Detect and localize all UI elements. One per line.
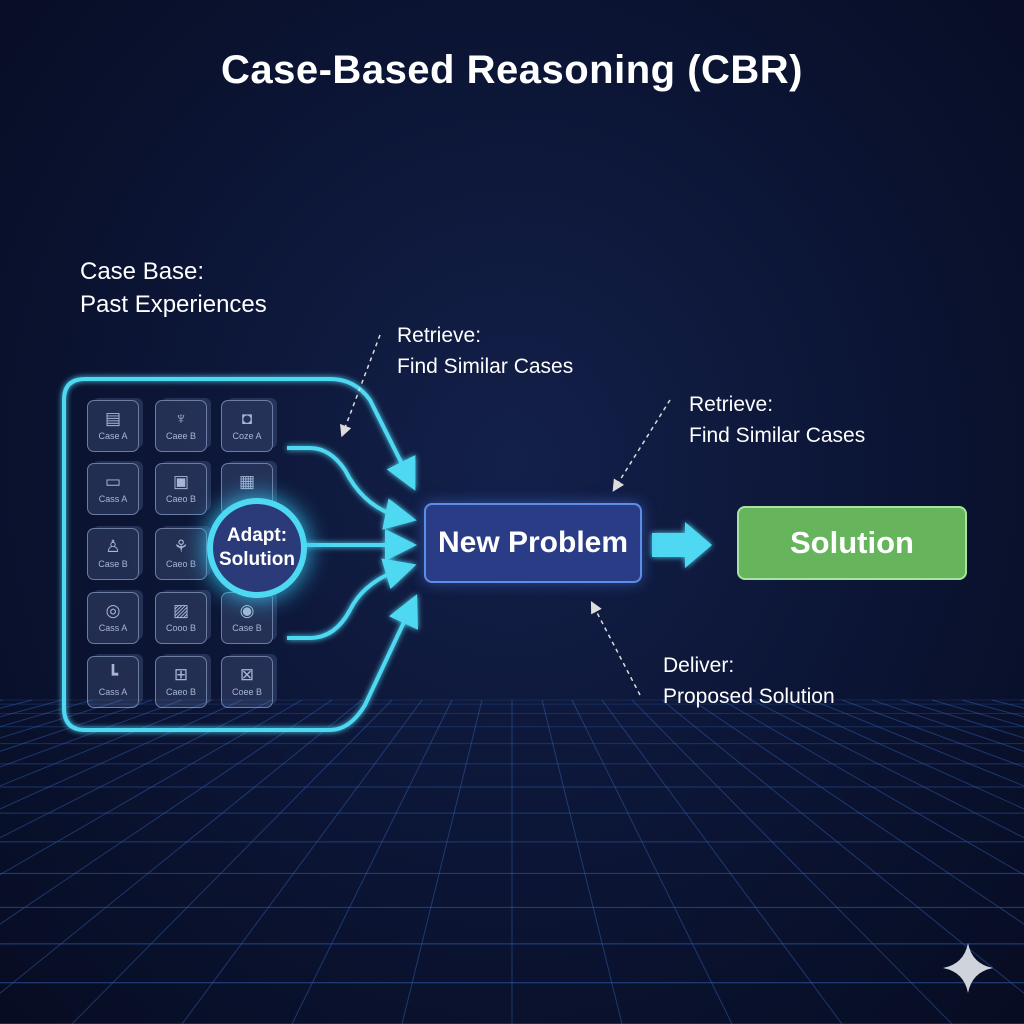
grid-line	[71, 699, 393, 1024]
page-title: Case-Based Reasoning (CBR)	[220, 48, 803, 92]
adapt-solution-node[interactable]: Adapt: Solution	[207, 498, 307, 598]
case-base-subtitle: Past Experiences	[80, 291, 267, 318]
case-label: Coee B	[231, 687, 263, 697]
case-icon: ◉	[239, 601, 255, 620]
deliver-pointer	[590, 601, 641, 696]
case-tile[interactable]: ⚘ Caeo B	[155, 528, 207, 580]
grid-line	[721, 699, 1024, 876]
grid-line	[841, 699, 1024, 768]
case-tile[interactable]: ▣ Caeo B	[155, 463, 207, 515]
case-icon: ◘	[241, 409, 253, 428]
grid-line	[0, 699, 273, 839]
case-tile[interactable]: ┗ Cass A	[87, 656, 139, 708]
right-arrow-icon	[652, 522, 712, 568]
grid-line	[0, 699, 333, 925]
adapt-title: Adapt:	[226, 525, 288, 546]
grid-line	[401, 699, 483, 1024]
case-tile[interactable]: ◎ Cass A	[87, 592, 139, 644]
case-tile[interactable]: ◘ Coze A	[221, 400, 273, 452]
retrieve-right-pointer	[612, 399, 671, 492]
case-icon: ▣	[172, 472, 190, 491]
case-base-title: Case Base:	[80, 258, 205, 285]
case-icon: ▤	[104, 409, 122, 428]
grid-line	[601, 699, 843, 1024]
grid-line	[751, 699, 1024, 839]
case-icon: ▭	[104, 472, 122, 491]
case-label: Cass A	[98, 623, 128, 633]
case-icon: ▨	[172, 601, 190, 620]
deliver-label: Deliver: Proposed Solution	[663, 650, 835, 712]
arrow-lower	[287, 558, 417, 640]
grid-line	[811, 699, 1024, 787]
grid-line	[541, 699, 623, 1024]
retrieve-right-subtitle: Find Similar Cases	[689, 424, 866, 447]
retrieve-label-left: Retrieve: Find Similar Cases	[397, 320, 573, 382]
grid-line	[781, 699, 1024, 810]
retrieve-left-subtitle: Find Similar Cases	[397, 355, 574, 378]
grid-line	[0, 699, 243, 810]
arrow-top	[287, 446, 417, 530]
retrieve-left-title: Retrieve:	[397, 324, 482, 347]
case-icon: ♙	[105, 537, 121, 556]
case-icon: ⊞	[173, 665, 189, 684]
grid-line	[571, 699, 733, 1024]
case-icon: ♆	[174, 409, 188, 428]
case-label: Cass A	[98, 494, 128, 504]
grid-line	[0, 699, 303, 876]
retrieve-label-right: Retrieve: Find Similar Cases	[689, 389, 865, 451]
retrieve-right-title: Retrieve:	[689, 393, 774, 416]
sparkle-icon	[943, 943, 993, 993]
case-label: Caee B	[165, 431, 197, 441]
case-tile[interactable]: ♙ Case B	[87, 528, 139, 580]
case-label: Cass A	[98, 687, 128, 697]
case-tile[interactable]: ◉ Case B	[221, 592, 273, 644]
case-base-label: Case Base: Past Experiences	[80, 255, 267, 321]
grid-line	[0, 699, 363, 994]
case-label: Cooo B	[165, 623, 197, 633]
deliver-subtitle: Proposed Solution	[663, 685, 835, 708]
case-label: Caeo B	[165, 494, 197, 504]
case-label: Caeo B	[165, 559, 197, 569]
grid-line	[181, 699, 423, 1024]
case-label: Case B	[232, 623, 262, 633]
new-problem-node[interactable]: New Problem	[424, 503, 642, 583]
case-tile[interactable]: ▤ Case A	[87, 400, 139, 452]
case-label: Coze A	[232, 431, 262, 441]
case-icon: ▦	[238, 472, 256, 491]
case-base-frame	[62, 377, 416, 732]
case-tile[interactable]: ⊠ Coee B	[221, 656, 273, 708]
grid-line	[291, 699, 453, 1024]
case-label: Case B	[98, 559, 128, 569]
case-icon: ◎	[105, 601, 121, 620]
retrieve-left-pointer	[340, 334, 381, 438]
case-tile[interactable]: ▨ Cooo B	[155, 592, 207, 644]
case-icon: ⊠	[239, 665, 255, 684]
case-tile[interactable]: ♆ Caee B	[155, 400, 207, 452]
case-icon: ┗	[107, 665, 119, 684]
case-icon: ⚘	[173, 537, 189, 556]
case-tile[interactable]: ⊞ Caeo B	[155, 656, 207, 708]
grid-line	[0, 699, 183, 768]
grid-line	[0, 699, 213, 787]
adapt-subtitle: Solution	[219, 549, 295, 570]
grid-line	[631, 699, 953, 1024]
grid-line	[661, 699, 1024, 994]
case-tile[interactable]: ▭ Cass A	[87, 463, 139, 515]
case-label: Caeo B	[165, 687, 197, 697]
case-label: Case A	[98, 431, 128, 441]
grid-line	[691, 699, 1024, 925]
solution-node[interactable]: Solution	[737, 506, 967, 580]
deliver-title: Deliver:	[663, 654, 735, 677]
frame-arrow-bottom	[300, 594, 418, 732]
